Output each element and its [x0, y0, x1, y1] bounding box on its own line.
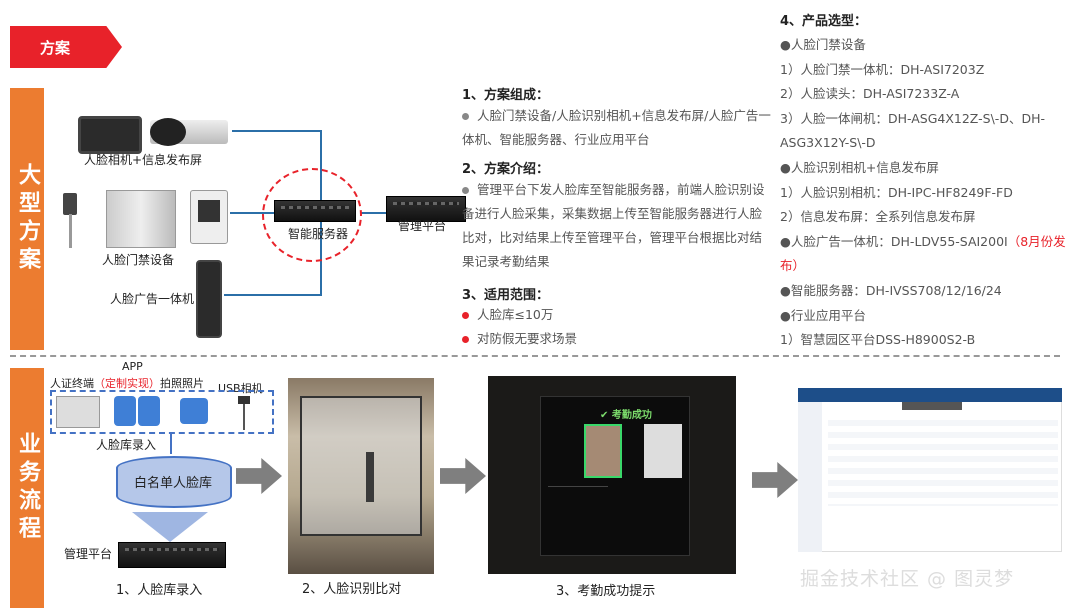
- selection-line: ASG3X12Y-S\-D: [780, 135, 876, 151]
- ad-machine-icon: [196, 260, 222, 338]
- s1-block: 人脸门禁设备/人脸识别相机+信息发布屏/人脸广告一体机、智能服务器、行业应用平台: [462, 104, 774, 152]
- library-face-icon: [644, 424, 682, 478]
- success-text: ✔ 考勤成功: [600, 410, 652, 421]
- selection-line-ad: ●人脸广告一体机：DH-LDV55-SAI200I（8月份发布）: [780, 233, 1066, 274]
- step2-label: 2、人脸识别比对: [302, 582, 402, 597]
- section-divider: [10, 355, 1060, 357]
- down-arrow-icon: [132, 512, 208, 542]
- platform-screenshot-dialog: [902, 402, 962, 410]
- reader-icon: [63, 193, 77, 215]
- s1-text: 人脸门禁设备/人脸识别相机+信息发布屏/人脸广告一体机、智能服务器、行业应用平台: [462, 108, 771, 147]
- s3-title: 3、适用范围：: [462, 288, 550, 303]
- camera-screen-label: 人脸相机+信息发布屏: [84, 153, 203, 167]
- selection-line: ●人脸门禁设备: [780, 37, 866, 52]
- entry-arrow: [170, 434, 172, 454]
- platform-screenshot-table: [828, 420, 1058, 506]
- platform-screenshot-header: [798, 388, 1062, 402]
- id-terminal-icon: [56, 396, 100, 428]
- selection-line: 1）智慧园区平台DSS-H8900S2-B: [780, 332, 976, 348]
- platform-bottom-label: 管理平台: [64, 547, 113, 561]
- access-terminal-screen: [198, 200, 220, 222]
- platform-label: 管理平台: [398, 219, 447, 233]
- app-photo-icon: [138, 396, 160, 426]
- captured-face-icon: [584, 424, 622, 478]
- s2-text: 管理平台下发人脸库至智能服务器，前端人脸识别设备进行人脸采集，采集数据上传至智能…: [462, 182, 765, 269]
- side-label-business-flow: 业务流程: [10, 368, 44, 608]
- flow-arrow-icon: [236, 458, 282, 494]
- s3-item-1: 人脸库≤10万: [462, 303, 553, 327]
- selection-line: ●行业应用平台: [780, 307, 866, 323]
- app-phone-icon: [114, 396, 136, 426]
- reader-pole: [69, 214, 72, 248]
- whitelist-db-icon: [116, 456, 232, 508]
- whitelist-label: 白名单人脸库: [134, 476, 213, 491]
- turnstile-icon: [106, 190, 176, 248]
- smart-server-icon: [274, 200, 356, 222]
- terminal-label: 人证终端（定制实现）拍照照片: [50, 377, 204, 390]
- s3-item-2: 对防假无要求场景: [462, 327, 577, 351]
- entry-label: 人脸库录入: [96, 438, 157, 452]
- camera-icon: [180, 398, 208, 424]
- side-label-large-solution: 大型方案: [10, 88, 44, 350]
- flow-arrow-icon: [752, 462, 798, 498]
- bullet-icon: [462, 113, 469, 120]
- server-label: 智能服务器: [288, 227, 349, 241]
- person-silhouette: [366, 452, 374, 502]
- usb-camera-stand: [243, 404, 245, 430]
- recognition-photo: [288, 378, 434, 574]
- watermark-text: 掘金技术社区 @ 图灵梦: [800, 568, 1015, 590]
- usb-camera-icon: [238, 396, 250, 404]
- info-screen-icon: [78, 116, 142, 154]
- selection-line: 3）人脸一体闸机：DH-ASG4X12Z-S\-D、DH-: [780, 110, 1045, 126]
- bullet-icon: [462, 187, 469, 194]
- selection-title: 4、产品选型：: [780, 14, 868, 29]
- camera-lens-icon: [150, 118, 186, 146]
- selection-list: ●人脸门禁设备 1）人脸门禁一体机：DH-ASI7203Z 2）人脸读头：DH-…: [780, 33, 1076, 353]
- selection-line: 2）人脸读头：DH-ASI7233Z-A: [780, 86, 960, 102]
- input-devices-box: [50, 390, 274, 434]
- platform-server-bottom: [118, 542, 226, 568]
- platform-server-icon: [386, 196, 466, 222]
- bullet-icon: [462, 312, 469, 319]
- selection-line: 1）人脸门禁一体机：DH-ASI7203Z: [780, 61, 985, 77]
- s2-block: 管理平台下发人脸库至智能服务器，前端人脸识别设备进行人脸采集，采集数据上传至智能…: [462, 178, 774, 274]
- flow-arrow-icon: [440, 458, 486, 494]
- glass-door-panel: [300, 396, 422, 536]
- bullet-icon: [462, 336, 469, 343]
- access-device-label: 人脸门禁设备: [102, 253, 175, 267]
- s1-title: 1、方案组成：: [462, 88, 550, 103]
- step3-label: 3、考勤成功提示: [556, 584, 656, 599]
- server-highlight: [262, 168, 362, 262]
- s2-title: 2、方案介绍：: [462, 162, 550, 177]
- link-ad: [224, 294, 322, 296]
- selection-line: ●智能服务器：DH-IVSS708/12/16/24: [780, 282, 1002, 298]
- ribbon-label: 方案: [40, 39, 71, 57]
- step1-label: 1、人脸库录入: [116, 583, 203, 598]
- record-info-lines: [548, 486, 608, 512]
- link-platform: [360, 212, 386, 214]
- platform-screenshot-sidebar: [798, 402, 822, 552]
- ad-release-note: （8月份发布）: [780, 233, 1066, 274]
- link-camera: [232, 130, 322, 132]
- selection-line: ●人脸识别相机+信息发布屏: [780, 159, 939, 175]
- selection-line: 1）人脸识别相机：DH-IPC-HF8249F-FD: [780, 184, 1013, 200]
- link-access: [230, 212, 280, 214]
- app-label: APP: [122, 360, 143, 373]
- section-ribbon: 方案: [10, 26, 122, 68]
- ad-machine-label: 人脸广告一体机: [110, 292, 195, 306]
- selection-line: 2）信息发布屏：全系列信息发布屏: [780, 209, 976, 225]
